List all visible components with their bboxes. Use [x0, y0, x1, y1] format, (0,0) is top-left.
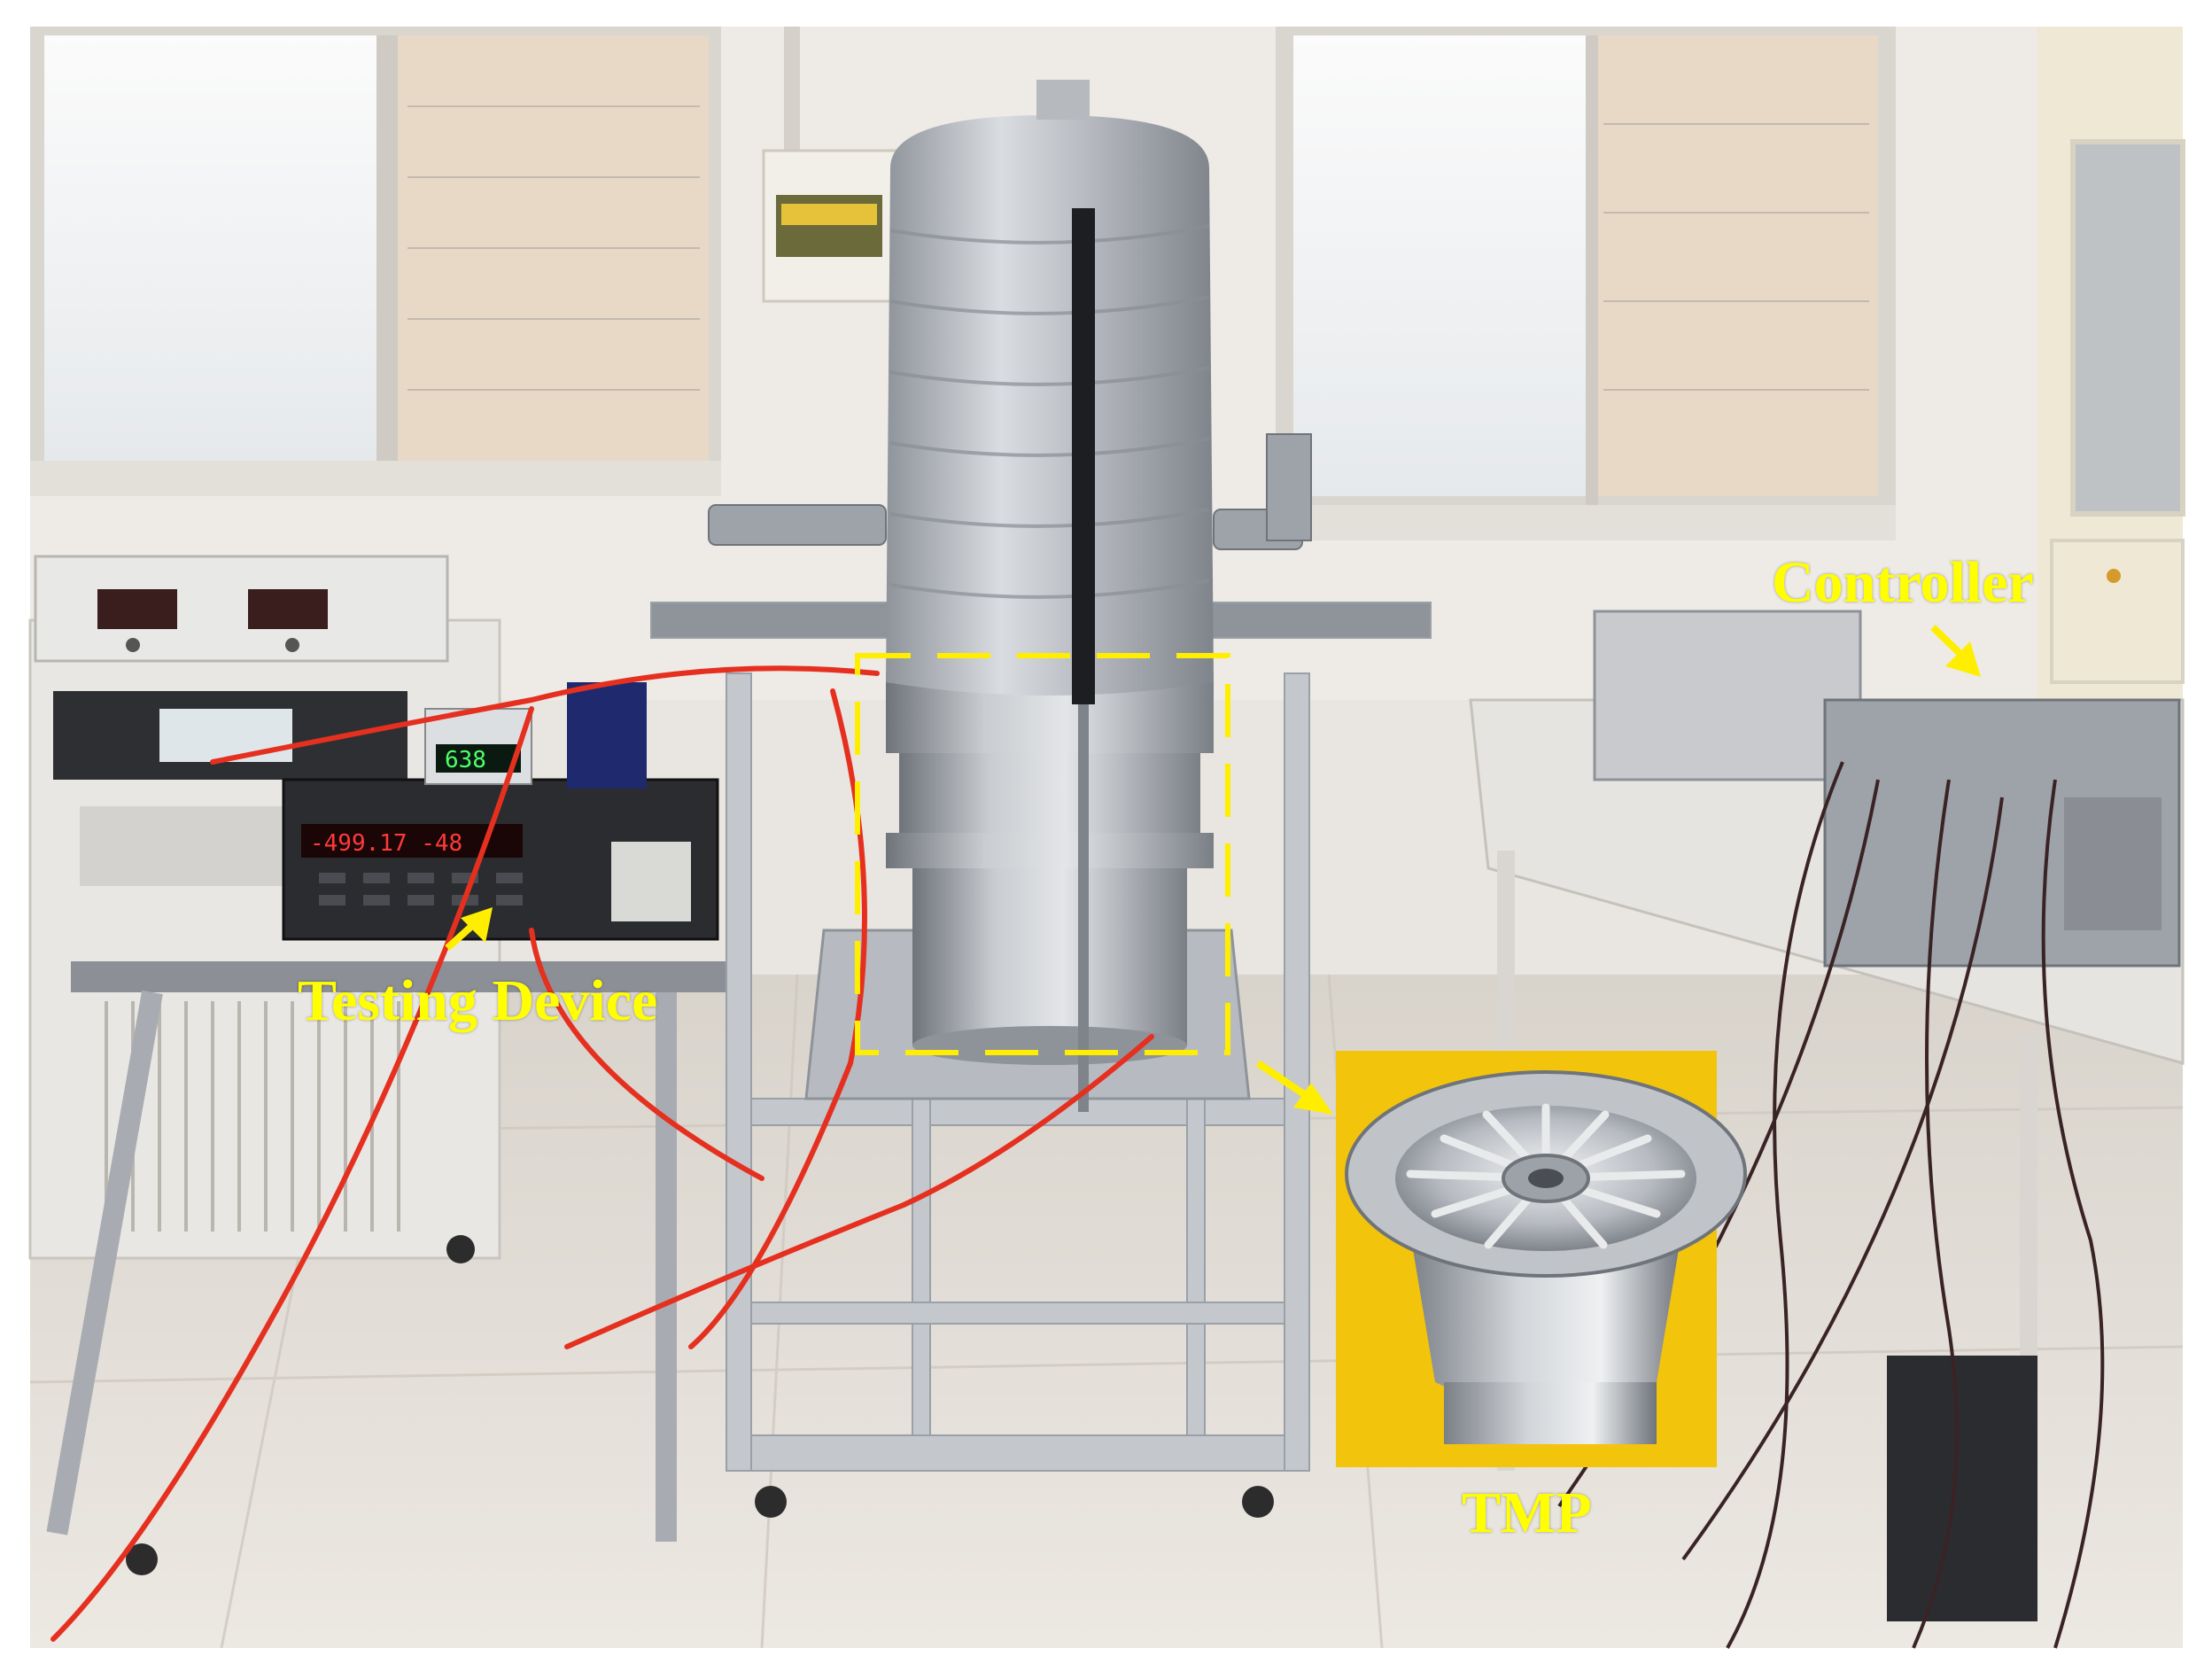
tmp-label: TMP [1462, 1481, 1592, 1545]
electrical-box [762, 149, 898, 303]
vertical-rod [1072, 208, 1095, 704]
testing-device-readout: -499.17 -48 [310, 830, 462, 857]
arrow-to-controller [1930, 625, 1981, 677]
vacuum-chamber-base [886, 673, 1214, 1065]
foil-wrapped-chamber [886, 80, 1214, 696]
testing-device-label: Testing Device [298, 968, 658, 1033]
arrow-to-tmp-inset [1255, 1060, 1333, 1115]
wall-pipe [784, 27, 800, 151]
small-meter-readout: 638 [445, 747, 486, 773]
screw-shaft [1078, 704, 1089, 1112]
frame-wheel [755, 1486, 787, 1518]
controller-bench [1469, 610, 2185, 1621]
left-window [30, 27, 721, 496]
side-flanges [708, 433, 1312, 550]
arrow-to-testing-device [445, 907, 493, 951]
controller-label: Controller [1772, 550, 2034, 615]
right-window [1276, 27, 1896, 540]
testing-device-table [46, 961, 726, 1575]
support-frame [650, 602, 1432, 1472]
frame-wheel [1242, 1486, 1274, 1518]
tmp-inset [1336, 1051, 1747, 1467]
tmp-highlight-box [855, 653, 1230, 1055]
right-cabinet [2037, 27, 2185, 700]
power-supply [34, 555, 449, 663]
